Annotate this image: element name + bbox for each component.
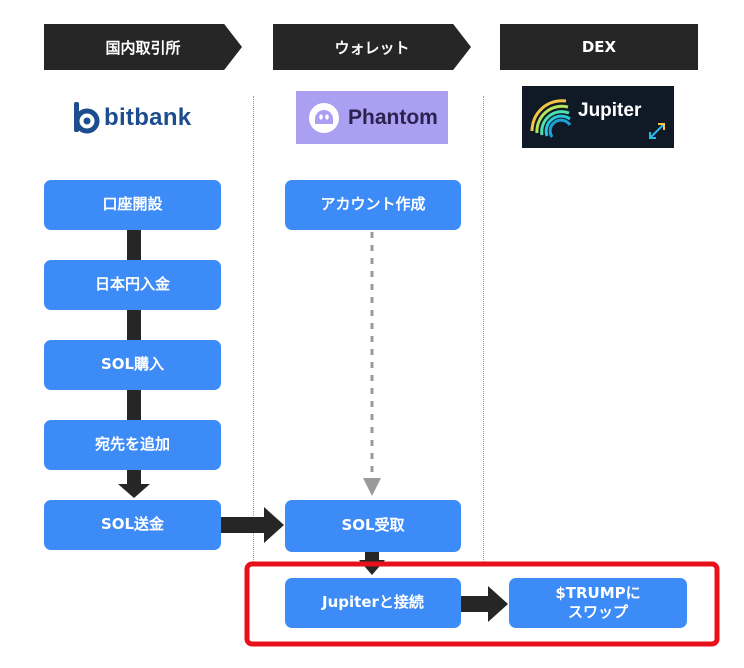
column-divider-left [253, 96, 254, 566]
phantom-logo: Phantom [296, 91, 448, 144]
bitbank-logo: bitbank [72, 98, 202, 138]
send-arrow-shaft [221, 517, 265, 533]
phantom-logo-text: Phantom [348, 105, 438, 129]
swap-arrows-icon [649, 123, 665, 139]
step-connect-jupiter: Jupiterと接続 [285, 578, 461, 628]
dotted-connector-arrowhead [363, 478, 381, 496]
swap-arrow-head [488, 586, 508, 622]
step-create-account: アカウント作成 [285, 180, 461, 230]
connector-bar-4 [127, 470, 141, 484]
connect-arrow-shaft [365, 552, 379, 560]
connector-bar-2 [127, 310, 141, 340]
step-buy-sol: SOL購入 [44, 340, 221, 390]
bitbank-logo-text: bitbank [104, 104, 192, 131]
step-receive-sol: SOL受取 [285, 500, 461, 552]
step-send-sol: SOL送金 [44, 500, 221, 550]
step-open-account: 口座開設 [44, 180, 221, 230]
connector-bar-1 [127, 230, 141, 260]
step-swap-trump-line1: $TRUMPに [555, 583, 641, 602]
jupiter-rings-icon [530, 99, 572, 138]
column-header-wallet: ウォレット [273, 24, 471, 70]
jupiter-logo: Jupiter [522, 86, 674, 148]
column-header-exchange: 国内取引所 [44, 24, 242, 70]
step-add-destination: 宛先を追加 [44, 420, 221, 470]
step-swap-trump: $TRUMPに スワップ [509, 578, 687, 628]
column-header-dex: DEX [500, 24, 698, 70]
bitbank-logo-icon [74, 102, 100, 134]
column-divider-right [483, 96, 484, 566]
send-arrow-head [264, 507, 284, 543]
connector-bar-3 [127, 390, 141, 420]
highlight-box [244, 561, 720, 647]
step-swap-trump-line2: スワップ [567, 603, 628, 621]
phantom-ghost-icon [309, 102, 339, 133]
step-deposit-jpy: 日本円入金 [44, 260, 221, 310]
jupiter-logo-text: Jupiter [578, 100, 642, 121]
connector-arrowhead-down [118, 484, 150, 498]
swap-arrow-shaft [461, 596, 489, 612]
